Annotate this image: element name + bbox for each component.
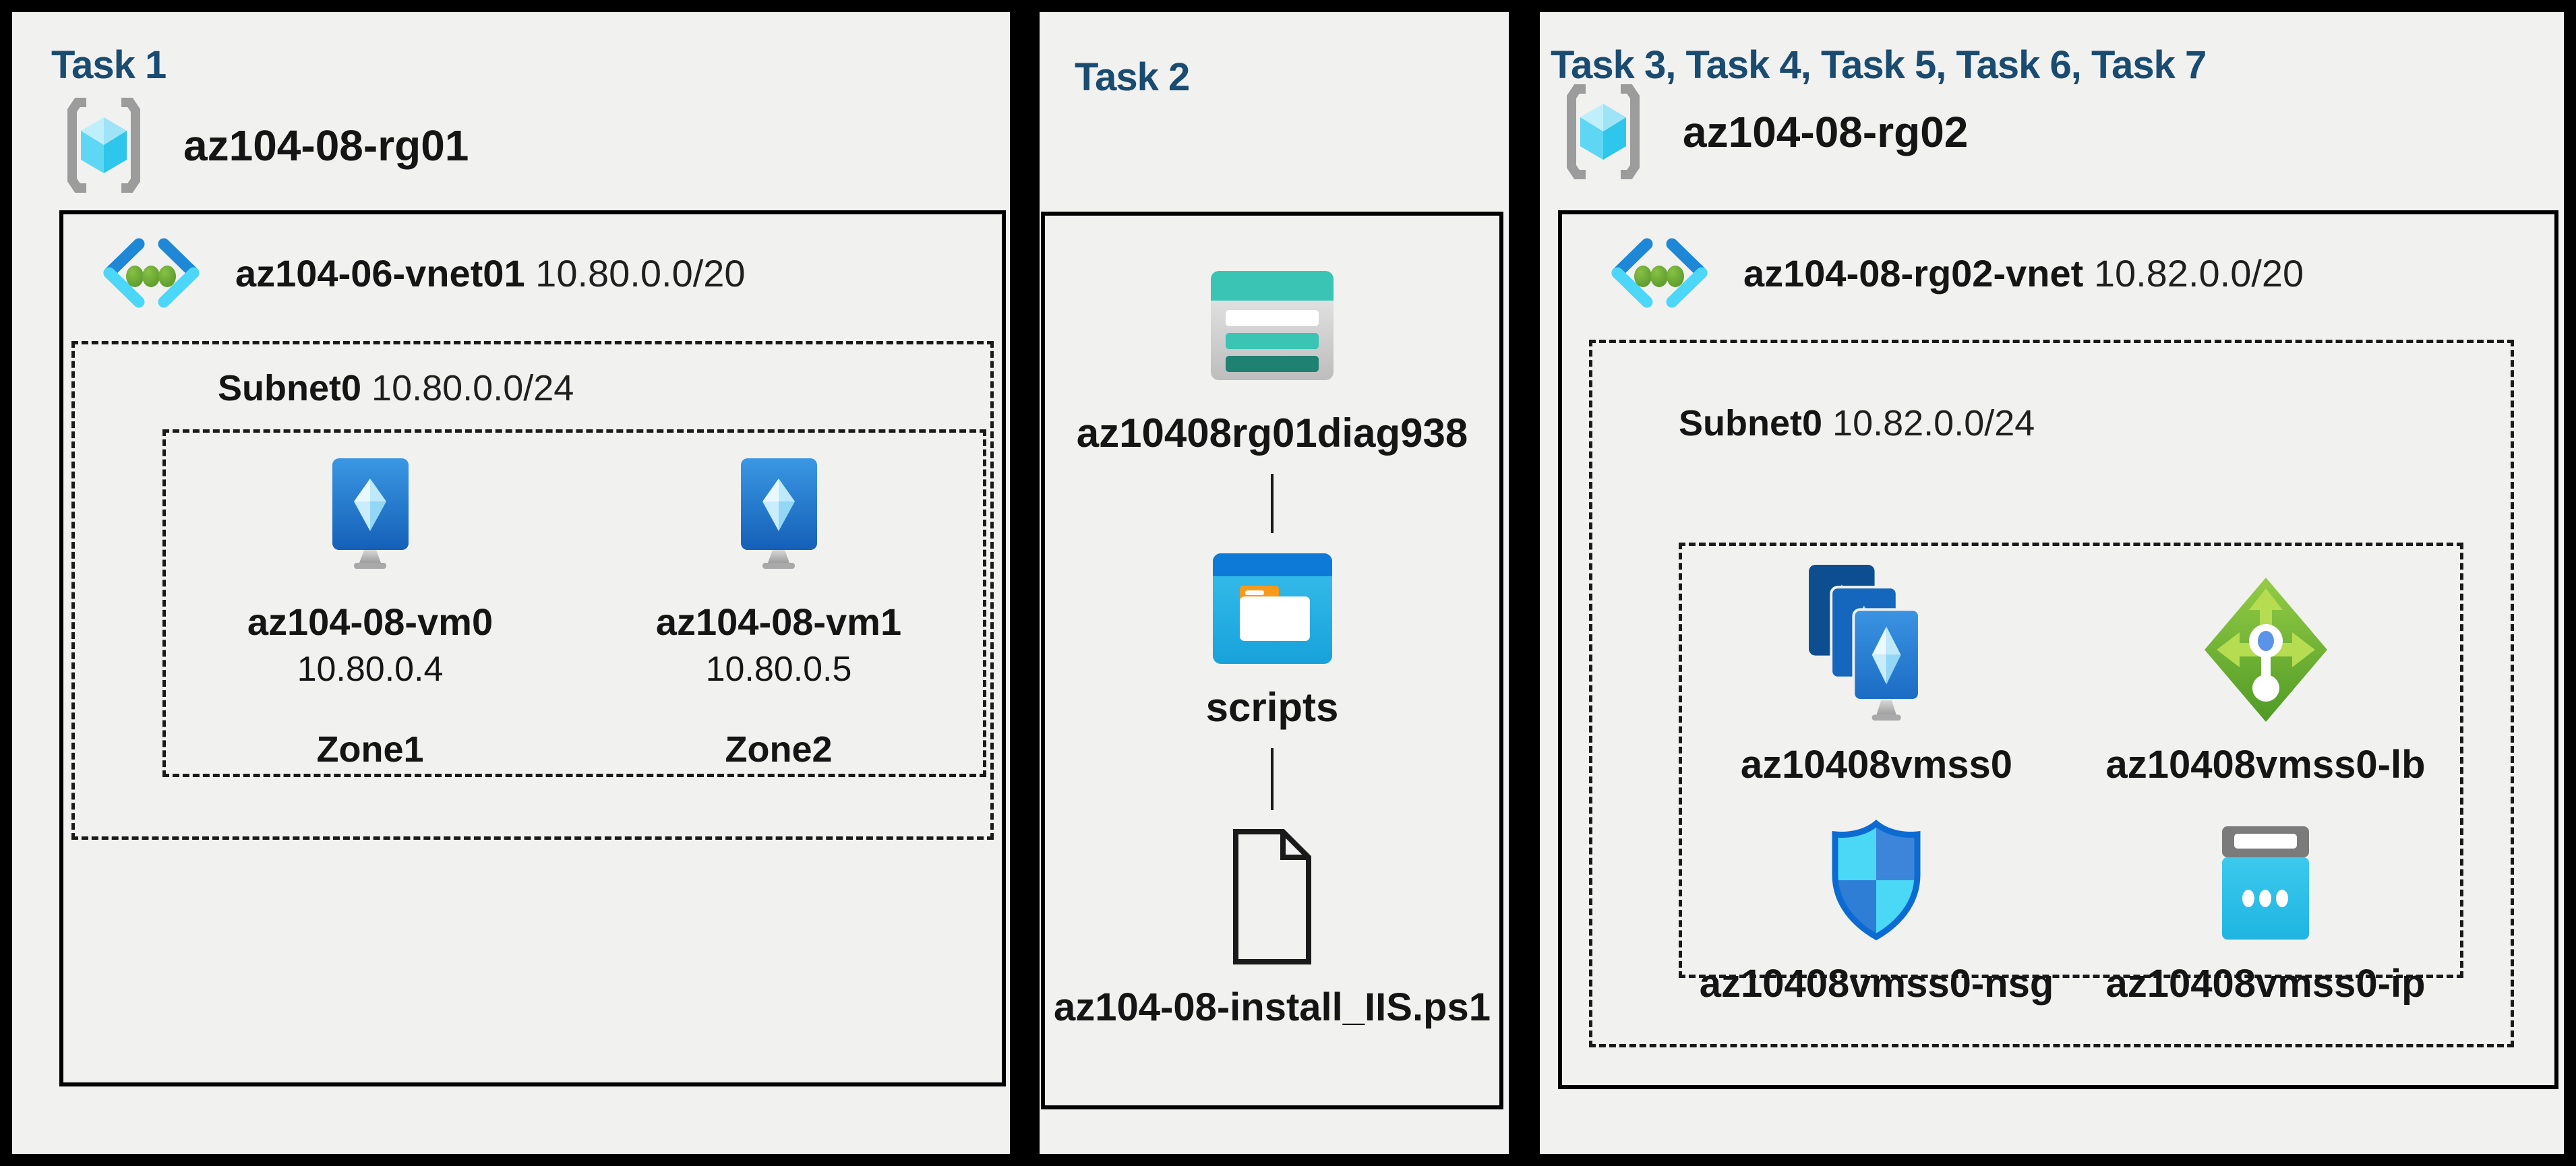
- connector-line: [1271, 474, 1274, 533]
- vnet-name: az104-08-rg02-vnet: [1743, 252, 2084, 295]
- virtual-network-icon: [96, 235, 207, 312]
- vnet-label: az104-08-rg02-vnet 10.82.0.0/20: [1743, 251, 2304, 295]
- vmss-name: az10408vmss0: [1740, 743, 2013, 787]
- vnet-row: az104-06-vnet01 10.80.0.0/20: [96, 235, 746, 312]
- script-file-icon: [1229, 828, 1315, 966]
- file-name: az104-08-install_IIS.ps1: [1054, 985, 1491, 1029]
- vnet-row: az104-08-rg02-vnet 10.82.0.0/20: [1604, 235, 2304, 312]
- network-security-group-icon: [1826, 817, 1927, 944]
- subnet0-box-task3: Subnet0 10.82.0.0/24 az10408vmss0 az1040…: [1589, 340, 2514, 1047]
- vm-ip: 10.80.0.4: [297, 650, 444, 689]
- resource-group-icon: [1556, 80, 1650, 184]
- virtual-machine-icon: [332, 458, 409, 569]
- vm1-column: az104-08-vm1 10.80.0.5 Zone2: [656, 457, 901, 770]
- vnet-cidr: 10.82.0.0/20: [2093, 252, 2304, 295]
- resource-group-rg01: az104-08-rg01: [57, 93, 469, 197]
- vm-name: az104-08-vm0: [247, 601, 493, 643]
- subnet-name: Subnet0: [1679, 403, 1823, 443]
- subnet-label: Subnet0 10.82.0.0/24: [1679, 402, 2511, 444]
- public-ip-name: az10408vmss0-ip: [2105, 962, 2426, 1006]
- subnet-cidr: 10.80.0.0/24: [371, 368, 574, 408]
- blob-container-icon: [1212, 553, 1332, 664]
- nsg-cell: az10408vmss0-nsg: [1700, 817, 2054, 1006]
- vm0-column: az104-08-vm0 10.80.0.4 Zone1: [247, 457, 493, 770]
- storage-box-task2: az10408rg01diag938 scripts az104-08-inst…: [1041, 212, 1503, 1109]
- subnet-cidr: 10.82.0.0/24: [1832, 403, 2035, 443]
- vm-ip: 10.80.0.5: [705, 650, 852, 689]
- task-3-7-title: Task 3, Task 4, Task 5, Task 6, Task 7: [1551, 42, 2207, 87]
- vnet-box-task3: az104-08-rg02-vnet 10.82.0.0/20 Subnet0 …: [1558, 210, 2558, 1089]
- public-ip-cell: az10408vmss0-ip: [2106, 822, 2426, 1006]
- task-1-title: Task 1: [51, 42, 167, 87]
- storage-account-name: az10408rg01diag938: [1076, 410, 1468, 456]
- storage-account-icon: [1211, 271, 1334, 380]
- vnet-cidr: 10.80.0.0/20: [535, 252, 746, 295]
- nsg-name: az10408vmss0-nsg: [1699, 962, 2054, 1006]
- vnet-label: az104-06-vnet01 10.80.0.0/20: [235, 251, 746, 295]
- resource-group-name: az104-08-rg02: [1683, 107, 1969, 156]
- vnet-box-task1: az104-06-vnet01 10.80.0.0/20 Subnet0 10.…: [59, 210, 1006, 1086]
- vmss-group-box: az10408vmss0 az10408vmss0-lb az10408vmss…: [1679, 543, 2463, 1006]
- vm-scale-set-icon: [1807, 563, 1921, 723]
- subnet-label: Subnet0 10.80.0.0/24: [218, 367, 990, 409]
- vm-zone: Zone1: [316, 729, 424, 770]
- load-balancer-name: az10408vmss0-lb: [2105, 743, 2426, 787]
- load-balancer-cell: az10408vmss0-lb: [2106, 575, 2426, 787]
- subnet-name: Subnet0: [218, 368, 362, 408]
- panel-task-1: Task 1 az104-08-rg01 az104-06-vnet01 10.…: [5, 5, 1017, 1161]
- vm-name: az104-08-vm1: [655, 601, 902, 643]
- subnet0-box-task1: Subnet0 10.80.0.0/24 az104-08-vm0 10.80.…: [71, 341, 994, 840]
- vm-group-box: az104-08-vm0 10.80.0.4 Zone1 az104-08-vm…: [162, 429, 986, 777]
- panel-task-2: Task 2 az10408rg01diag938 scripts az104-…: [1033, 5, 1516, 1161]
- resource-group-icon: [57, 93, 151, 197]
- public-ip-icon: [2222, 826, 2309, 940]
- storage-stack: az10408rg01diag938 scripts az104-08-inst…: [1045, 268, 1499, 1030]
- virtual-machine-icon: [740, 458, 817, 569]
- panel-task-3-7: Task 3, Task 4, Task 5, Task 6, Task 7 a…: [1533, 5, 2571, 1161]
- vm-zone: Zone2: [725, 729, 833, 770]
- load-balancer-icon: [2204, 578, 2327, 722]
- virtual-network-icon: [1604, 235, 1715, 312]
- task-2-title: Task 2: [1075, 55, 1190, 99]
- resource-group-name: az104-08-rg01: [183, 121, 469, 170]
- vnet-name: az104-06-vnet01: [235, 252, 525, 295]
- vmss-cell: az10408vmss0: [1741, 563, 2012, 787]
- connector-line: [1271, 748, 1274, 810]
- container-name: scripts: [1205, 685, 1339, 730]
- resource-group-rg02: az104-08-rg02: [1556, 80, 1968, 184]
